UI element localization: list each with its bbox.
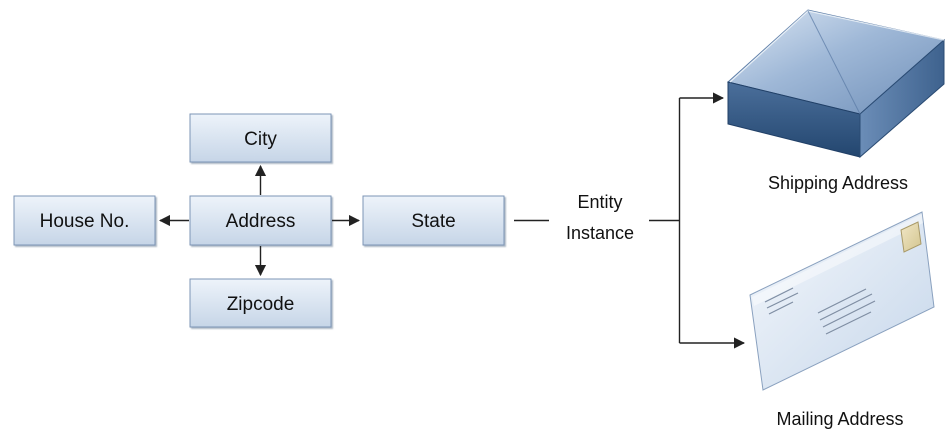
state-node: State [362,195,505,246]
entity-label: Entity [577,192,622,212]
city-label: City [244,129,277,150]
mailing-address-label: Mailing Address [776,409,903,429]
package-box-icon [726,9,945,159]
zipcode-node: Zipcode [189,278,332,328]
address-node: Address [189,195,332,246]
address-label: Address [226,211,296,232]
zipcode-label: Zipcode [227,294,295,315]
city-node: City [189,113,332,163]
state-label: State [411,211,455,232]
house-no-label: House No. [40,211,130,232]
house-no-node: House No. [13,195,156,246]
shipping-address-label: Shipping Address [768,173,908,193]
envelope-icon [749,211,935,391]
instance-label: Instance [566,223,634,243]
